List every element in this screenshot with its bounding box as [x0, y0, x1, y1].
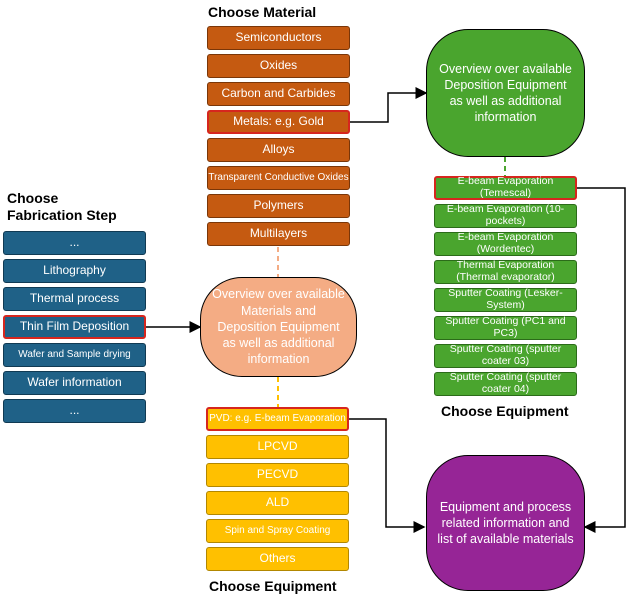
equipment-ald[interactable]: ALD: [206, 491, 349, 515]
equipment-pvd-ebeam[interactable]: PVD: e.g. E-beam Evaporation: [206, 407, 349, 431]
equipment-sputter-pc1-pc3[interactable]: Sputter Coating (PC1 and PC3): [434, 315, 577, 340]
equipment-ebeam-10-pockets[interactable]: E-beam Evaporation (10-pockets): [434, 203, 577, 228]
result-node: Equipment and process related informatio…: [426, 455, 585, 591]
fabrication-item-lithography[interactable]: Lithography: [3, 259, 146, 283]
equipment-ebeam-wordentec[interactable]: E-beam Evaporation (Wordentec): [434, 231, 577, 256]
equipment-pecvd[interactable]: PECVD: [206, 463, 349, 487]
fabrication-item-ellipsis-bottom[interactable]: ...: [3, 399, 146, 423]
material-transparent-conductive-oxides[interactable]: Transparent Conductive Oxides: [207, 166, 350, 190]
material-multilayers[interactable]: Multilayers: [207, 222, 350, 246]
material-heading: Choose Material: [208, 4, 317, 20]
material-metals[interactable]: Metals: e.g. Gold: [207, 110, 350, 134]
material-polymers[interactable]: Polymers: [207, 194, 350, 218]
equipment-bottom-heading: Choose Equipment: [209, 578, 337, 594]
fabrication-heading-line1: Choose: [7, 190, 59, 206]
equipment-thermal-evaporator[interactable]: Thermal Evaporation (Thermal evaporator): [434, 259, 577, 284]
fabrication-heading-line2: Fabrication Step: [7, 206, 117, 223]
arrow-temescal-to-result: [577, 187, 626, 533]
fabrication-item-wafer-information[interactable]: Wafer information: [3, 371, 146, 395]
fabrication-item-ellipsis-top[interactable]: ...: [3, 231, 146, 255]
material-alloys[interactable]: Alloys: [207, 138, 350, 162]
arrow-metals-to-overview: [350, 87, 428, 123]
equipment-sputter-coater-03[interactable]: Sputter Coating (sputter coater 03): [434, 343, 577, 368]
equipment-others[interactable]: Others: [206, 547, 349, 571]
arrow-pvd-to-result: [349, 418, 426, 533]
equipment-sputter-coater-04[interactable]: Sputter Coating (sputter coater 04): [434, 371, 577, 396]
equipment-sputter-lesker[interactable]: Sputter Coating (Lesker-System): [434, 287, 577, 312]
material-semiconductors[interactable]: Semiconductors: [207, 26, 350, 50]
equipment-lpcvd[interactable]: LPCVD: [206, 435, 349, 459]
overview-equipment-node: Overview over available Deposition Equip…: [426, 29, 585, 157]
fabrication-item-thermal-process[interactable]: Thermal process: [3, 287, 146, 311]
equipment-spin-spray-coating[interactable]: Spin and Spray Coating: [206, 519, 349, 543]
fabrication-item-thin-film-deposition[interactable]: Thin Film Deposition: [3, 315, 146, 339]
overview-materials-node: Overview over available Materials and De…: [200, 277, 357, 377]
fabrication-heading: Choose Fabrication Step: [7, 190, 117, 224]
material-carbon-and-carbides[interactable]: Carbon and Carbides: [207, 82, 350, 106]
equipment-right-heading: Choose Equipment: [441, 403, 569, 419]
fabrication-item-wafer-sample-drying[interactable]: Wafer and Sample drying: [3, 343, 146, 367]
equipment-ebeam-temescal[interactable]: E-beam Evaporation (Temescal): [434, 175, 577, 200]
material-oxides[interactable]: Oxides: [207, 54, 350, 78]
